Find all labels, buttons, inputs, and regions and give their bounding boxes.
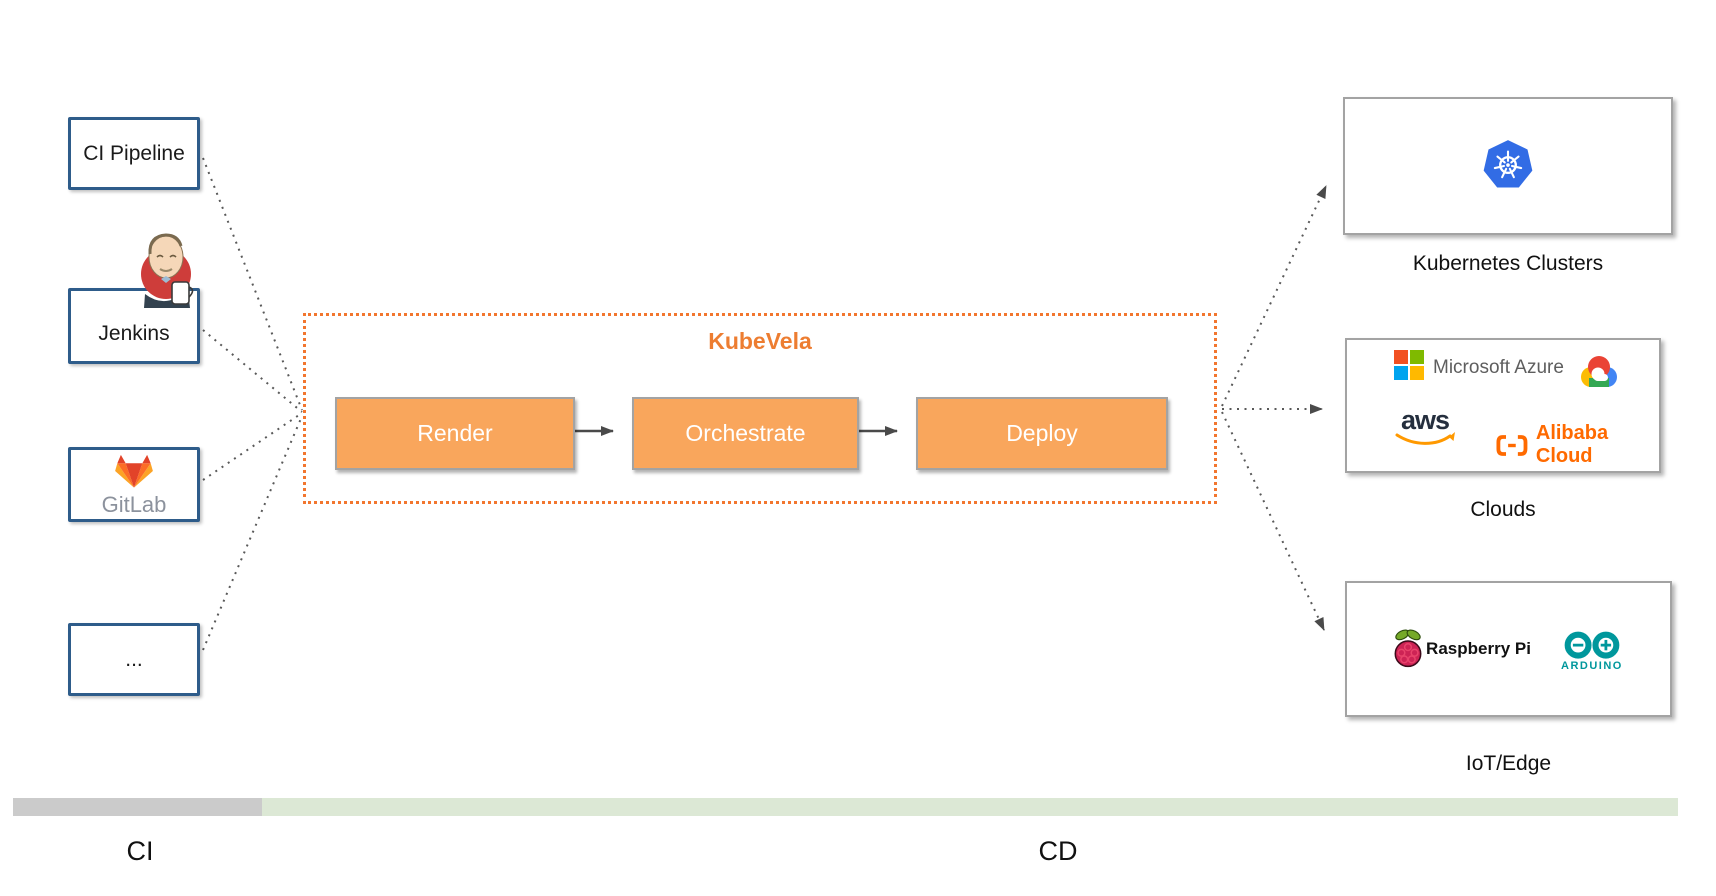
aws-smile-icon [1395, 431, 1455, 445]
connector-gitlab-to-kubevela [202, 412, 303, 481]
stage-orchestrate: Orchestrate [632, 397, 859, 470]
ci-pipeline-label: CI Pipeline [83, 141, 185, 165]
iot-caption: IoT/Edge [1465, 752, 1552, 775]
raspberry-pi-label: Raspberry Pi [1426, 639, 1531, 658]
cd-label: CD [1038, 836, 1078, 866]
kubernetes-icon [1482, 138, 1534, 195]
render-label: Render [417, 420, 493, 446]
cd-bar-segment [262, 798, 1678, 816]
stage-render: Render [335, 397, 575, 470]
deploy-label: Deploy [1006, 420, 1078, 446]
source-box-ci-pipeline: CI Pipeline [68, 117, 200, 190]
connector-ci-pipeline-to-kubevela [202, 157, 303, 411]
azure-squares-icon [1394, 350, 1424, 385]
arduino-infinity-icon [1564, 631, 1620, 659]
connector-kubevela-to-kubernetes [1221, 185, 1327, 407]
target-box-iot: Raspberry Pi ARDUINO [1345, 581, 1672, 717]
arduino-label: ARDUINO [1561, 660, 1623, 672]
more-sources-label: ... [125, 647, 143, 671]
alibaba-label: Alibaba Cloud [1535, 422, 1609, 467]
alibaba-brackets-icon [1496, 434, 1528, 456]
aws-label: aws [1400, 405, 1450, 435]
clouds-caption: Clouds [1470, 498, 1536, 521]
raspberry-pi-logo: Raspberry Pi [1392, 626, 1531, 672]
source-box-gitlab: GitLab [68, 447, 200, 522]
kubernetes-caption: Kubernetes Clusters [1412, 252, 1604, 275]
alibaba-cloud-logo: Alibaba Cloud [1495, 422, 1659, 468]
gitlab-label: GitLab [101, 492, 167, 517]
kubevela-title: KubeVela [708, 328, 812, 354]
gitlab-tanuki-icon [114, 453, 154, 493]
ci-bar-segment [13, 798, 262, 816]
target-box-clouds: Microsoft Azure aws [1345, 338, 1661, 473]
orchestrate-label: Orchestrate [685, 420, 806, 446]
ci-label: CI [126, 836, 154, 866]
raspberry-icon [1394, 629, 1422, 668]
source-box-more: ... [68, 623, 200, 696]
azure-label: Microsoft Azure [1433, 356, 1564, 378]
arduino-logo: ARDUINO [1559, 630, 1625, 672]
connector-jenkins-to-kubevela [202, 329, 303, 413]
google-cloud-logo [1575, 352, 1623, 399]
aws-logo: aws [1393, 405, 1457, 453]
stage-deploy: Deploy [916, 397, 1168, 470]
connector-kubevela-to-iot [1221, 411, 1325, 631]
target-box-kubernetes [1343, 97, 1673, 235]
microsoft-azure-logo: Microsoft Azure [1394, 350, 1564, 385]
jenkins-butler-icon [136, 224, 198, 308]
kubevela-container: KubeVela Render Orchestrate Deploy [303, 313, 1217, 504]
connector-more-to-kubevela [202, 415, 303, 651]
jenkins-label: Jenkins [98, 322, 170, 345]
